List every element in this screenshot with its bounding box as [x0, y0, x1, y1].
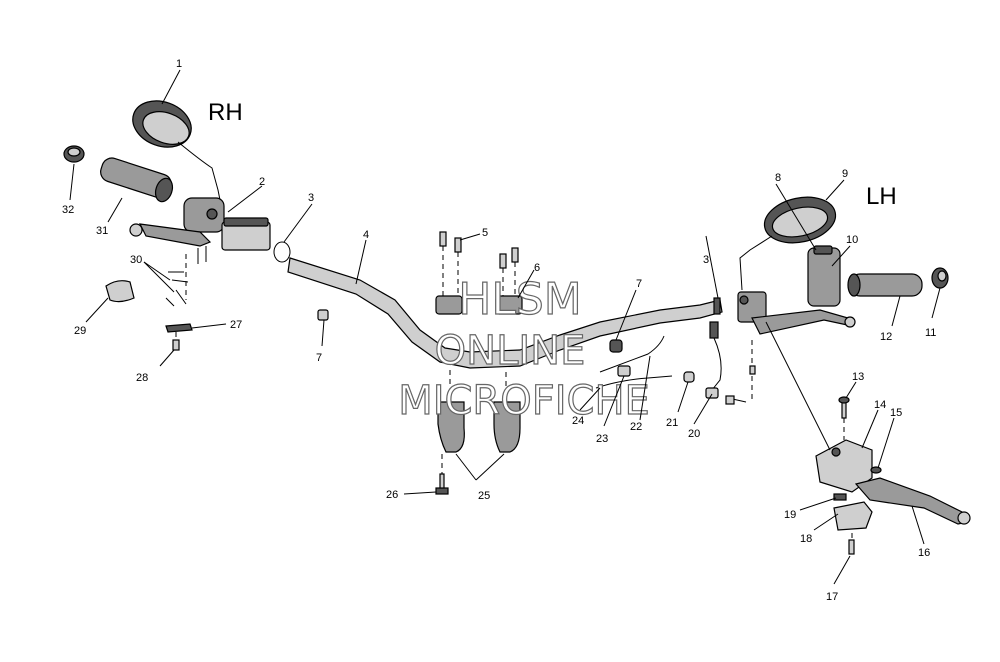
callout-31: 31	[96, 225, 108, 237]
callout-10: 10	[846, 234, 858, 246]
callout-30: 30	[130, 254, 142, 266]
lh-switch-housing	[807, 245, 841, 307]
callout-23: 23	[596, 433, 608, 445]
watermark-line3: MICROFICHE	[398, 378, 650, 424]
lh-grip	[847, 273, 923, 297]
callout-26: 26	[386, 489, 398, 501]
bolt-26	[435, 454, 449, 495]
bracket-27	[165, 323, 193, 333]
lh-lever-on-bar	[737, 291, 856, 335]
callout-17: 17	[826, 591, 838, 603]
lh-mirror	[739, 196, 837, 291]
callout-7-right: 7	[636, 278, 642, 290]
callout-12: 12	[880, 331, 892, 343]
callout-14: 14	[874, 399, 886, 411]
callout-29: 29	[74, 325, 86, 337]
callout-1: 1	[176, 58, 182, 70]
callout-13: 13	[852, 371, 864, 383]
upper-clamps-6	[435, 295, 523, 315]
callout-3-left: 3	[308, 192, 314, 204]
callout-28: 28	[136, 372, 148, 384]
watermark-line2: ONLINE	[435, 328, 586, 374]
clamp-18	[833, 501, 873, 531]
callout-4: 4	[363, 229, 369, 241]
callout-15: 15	[890, 407, 902, 419]
callout-18: 18	[800, 533, 812, 545]
washer-19	[833, 493, 847, 501]
callout-24: 24	[572, 415, 584, 427]
callout-22: 22	[630, 421, 642, 433]
rh-mirror	[132, 100, 221, 201]
plug-7-left	[317, 309, 329, 321]
leader-lines	[69, 69, 941, 585]
callout-3-right: 3	[703, 254, 709, 266]
rh-grip	[100, 157, 174, 203]
callout-11: 11	[925, 327, 936, 339]
watermark-line1: HLSM	[458, 274, 582, 325]
callout-2: 2	[259, 176, 265, 188]
fittings-30	[165, 254, 189, 307]
wire-harness-20	[705, 321, 747, 405]
snap-ring-left	[273, 241, 291, 263]
plug-7-right	[609, 339, 623, 353]
clamp-housing-14	[815, 439, 873, 493]
callout-16: 16	[918, 547, 930, 559]
rh-master-cylinder	[129, 197, 271, 264]
screw-28	[172, 332, 180, 351]
bolt-13	[838, 396, 850, 440]
callout-27: 27	[230, 319, 242, 331]
clutch-lever-16	[854, 477, 971, 525]
handlebar	[287, 257, 723, 369]
lh-label: LH	[866, 183, 897, 210]
callout-21: 21	[666, 417, 678, 429]
lh-end-cap	[931, 267, 949, 289]
connector-21	[683, 371, 695, 383]
riser-bolts-5	[439, 231, 519, 296]
callout-25: 25	[478, 490, 490, 502]
callouts: 1 2 3 4 5 6 7 7 8 9 10 11 12 13 14 15 16…	[62, 58, 936, 603]
callout-6: 6	[534, 262, 540, 274]
clamp-29	[105, 280, 135, 303]
callout-5: 5	[482, 227, 488, 239]
switch-23	[617, 365, 631, 377]
callout-19: 19	[784, 509, 796, 521]
callout-20: 20	[688, 428, 700, 440]
cable-24	[595, 375, 673, 389]
risers-25	[437, 370, 521, 453]
rh-label: RH	[208, 99, 243, 126]
cable-22	[599, 335, 665, 373]
callout-7-left: 7	[316, 352, 322, 364]
callout-8: 8	[775, 172, 781, 184]
washer-15	[870, 466, 882, 474]
snap-ring-right	[713, 297, 756, 400]
callout-9: 9	[842, 168, 848, 180]
rh-grip-ring	[63, 145, 85, 163]
callout-32: 32	[62, 204, 74, 216]
watermark: HLSM ONLINE MICROFICHE	[398, 273, 651, 424]
